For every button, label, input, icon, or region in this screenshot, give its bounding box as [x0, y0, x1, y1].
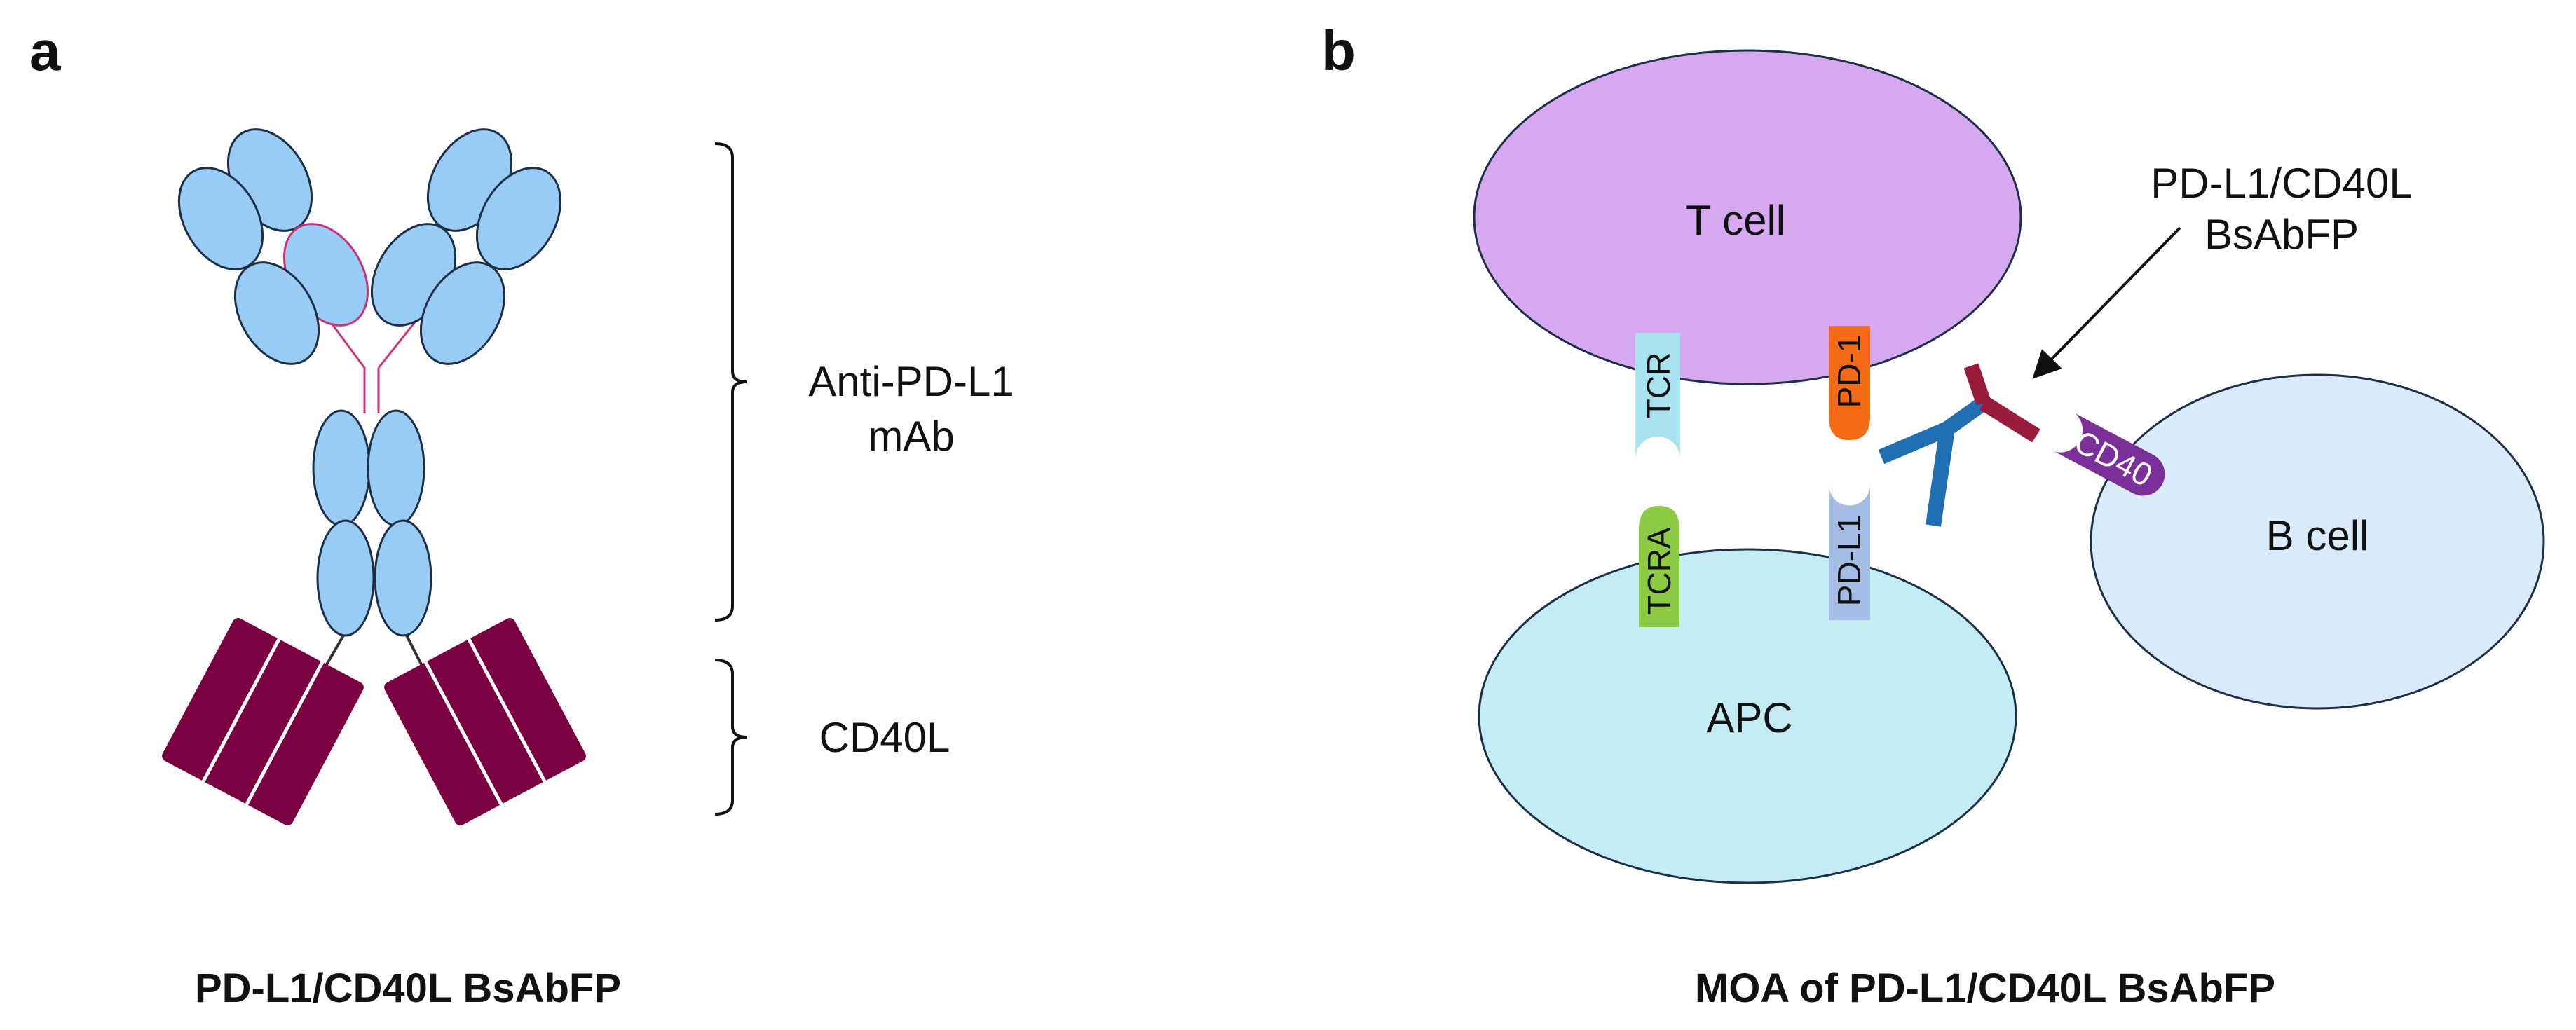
pd-l1-receptor: PD-L1 — [1829, 485, 1870, 620]
tcr-label: TCR — [1640, 352, 1677, 419]
panel-b-caption: MOA of PD-L1/CD40L BsAbFP — [1695, 966, 2275, 1011]
fab-domain-right-inner-bottom — [419, 261, 506, 365]
bsabfp-molecule — [1878, 363, 2040, 527]
panel-a-caption: PD-L1/CD40L BsAbFP — [195, 966, 621, 1011]
tcra-label: TCRA — [1641, 527, 1677, 615]
bsabfp-pointer-arrow — [2032, 226, 2181, 379]
bracket-anti-pd-l1 — [714, 142, 747, 622]
pd1-label: PD-1 — [1831, 335, 1867, 408]
cd40l-trimer-right — [384, 617, 586, 826]
bsabfp-arrow-label-line1: PD-L1/CD40L — [2151, 160, 2413, 207]
t-cell-label: T cell — [1686, 197, 1785, 244]
pd-l1-label: PD-L1 — [1831, 515, 1867, 606]
fc-domain-left-bottom — [316, 519, 375, 637]
panel-b: b T cell APC B cell TCR TCRA PD-1 PD-L1 — [1321, 20, 2545, 1011]
apc-cell — [1478, 548, 2017, 884]
antibody-structure — [162, 128, 586, 826]
t-cell — [1473, 49, 2022, 385]
bsab-arm-blue-right — [1942, 397, 1989, 435]
b-cell-label: B cell — [2266, 512, 2369, 559]
anti-pd-l1-label-line2: mAb — [868, 413, 954, 460]
panel-a-label: a — [29, 20, 61, 82]
pd1-receptor: PD-1 — [1829, 326, 1870, 440]
fab-domain-left-inner-bottom — [233, 261, 320, 365]
bsab-arm-red-top — [1963, 363, 1991, 406]
bsab-arm-blue-left — [1878, 421, 1951, 465]
apc-label: APC — [1706, 694, 1792, 741]
bsabfp-arrow-label-line2: BsAbFP — [2204, 211, 2359, 258]
fc-domain-left-top — [312, 409, 371, 527]
linker-left — [325, 634, 345, 667]
bracket-cd40l — [714, 659, 747, 816]
anti-pd-l1-label-line1: Anti-PD-L1 — [808, 358, 1014, 405]
cd40l-trimer-left — [162, 617, 364, 826]
linker-right — [405, 635, 423, 666]
fc-domain-right-top — [367, 409, 425, 527]
fc-domain-right-bottom — [374, 519, 432, 637]
b-cell — [2090, 373, 2545, 710]
tcra-receptor: TCRA — [1639, 506, 1679, 627]
cd40l-label: CD40L — [819, 714, 950, 761]
bsab-stem-blue — [1926, 427, 1955, 527]
panel-a: a — [29, 20, 1014, 1011]
tcr-receptor: TCR — [1635, 333, 1680, 459]
bsab-arm-red-right — [1979, 396, 2040, 443]
panel-b-label: b — [1321, 20, 1356, 82]
